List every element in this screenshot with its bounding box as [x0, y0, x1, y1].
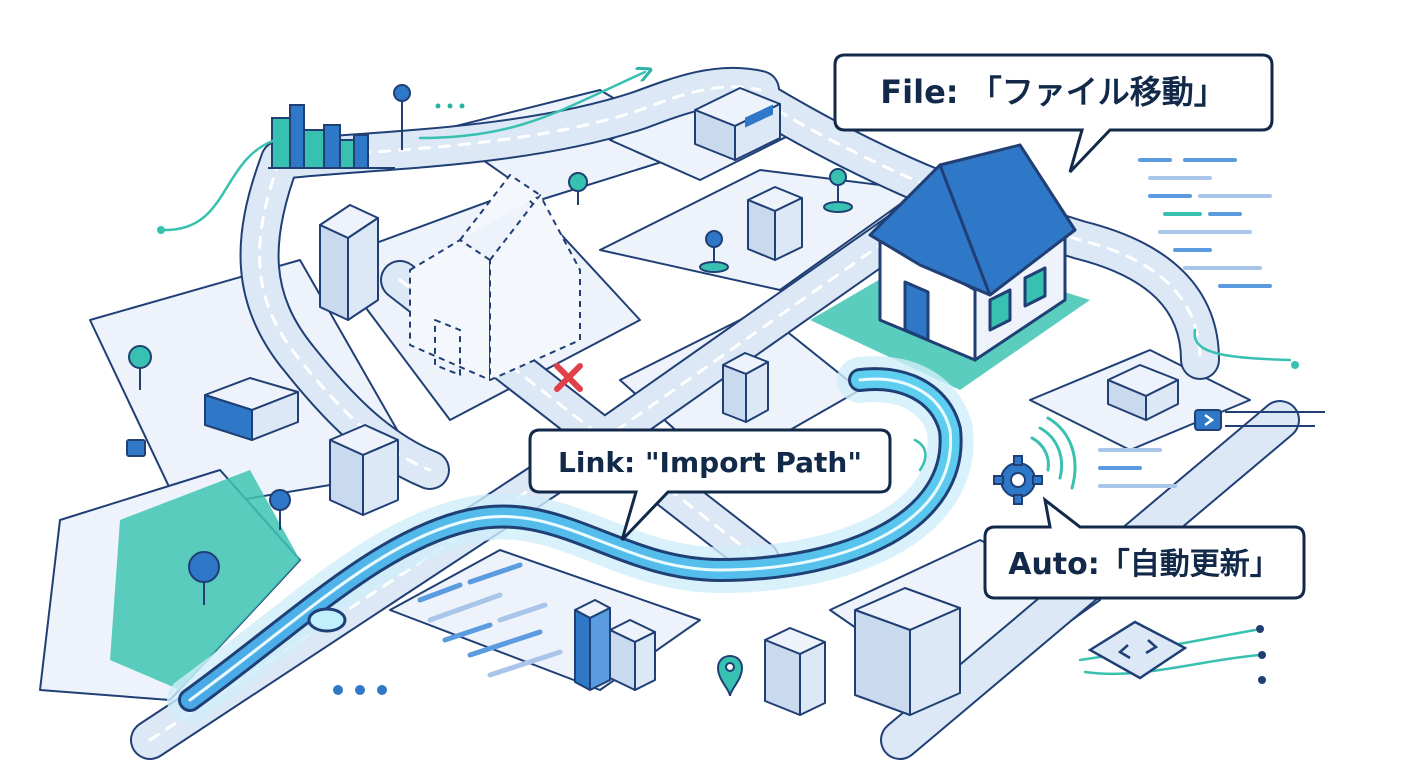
code-lines-right	[1098, 158, 1272, 488]
building-left-stack	[329, 424, 399, 516]
building-bottom-blue-tower	[574, 599, 611, 691]
route-return-arrow	[913, 438, 927, 472]
callout-file-text: File: 「ファイル移動」	[880, 73, 1225, 111]
callout-auto-text: Auto:「自動更新」	[1008, 547, 1280, 582]
callout-file: File: 「ファイル移動」	[833, 53, 1274, 174]
building-bottom-light	[609, 619, 656, 691]
destination-house	[868, 143, 1077, 362]
wifi-signal-icon	[1030, 416, 1077, 490]
small-markers-left	[126, 103, 465, 695]
ghost-house-dashed	[409, 174, 581, 381]
road-north-lane	[278, 85, 762, 162]
arrow-tag-icon	[1194, 409, 1325, 431]
x-mark-icon	[554, 363, 583, 392]
buildings	[204, 87, 1179, 716]
skyline-top-left	[268, 104, 395, 169]
building-north-block	[694, 87, 781, 161]
building-left-shop	[204, 377, 299, 441]
map-pins	[128, 84, 853, 697]
road-cross-lane	[398, 278, 762, 562]
map-pin-icon	[188, 551, 220, 605]
map-pin-icon	[393, 84, 411, 150]
highlighted-route	[167, 356, 974, 723]
callout-link: Link: "Import Path"	[528, 428, 892, 542]
map-pin-icon	[269, 489, 291, 530]
connector-dots	[157, 226, 1299, 684]
building-bottom-mid	[764, 627, 826, 716]
building-right-small	[1107, 364, 1179, 421]
map-pin-icon	[568, 172, 588, 205]
callout-link-text: Link: "Import Path"	[558, 446, 862, 479]
building-tower-upper	[747, 186, 803, 261]
map-pin-icon	[716, 655, 744, 697]
route-start-node	[307, 607, 347, 633]
code-lines-bottom	[417, 562, 563, 678]
road-west-lane	[258, 158, 432, 472]
map-pin-icon	[699, 230, 729, 273]
code-brackets-icon	[1087, 620, 1188, 680]
building-tower-left	[319, 204, 379, 321]
building-bottom-large	[854, 587, 961, 716]
map-pin-icon	[823, 168, 853, 213]
map-pin-icon	[128, 345, 152, 390]
building-center-small	[722, 352, 769, 423]
gear-icon	[993, 455, 1043, 505]
callout-auto: Auto:「自動更新」	[983, 496, 1306, 600]
